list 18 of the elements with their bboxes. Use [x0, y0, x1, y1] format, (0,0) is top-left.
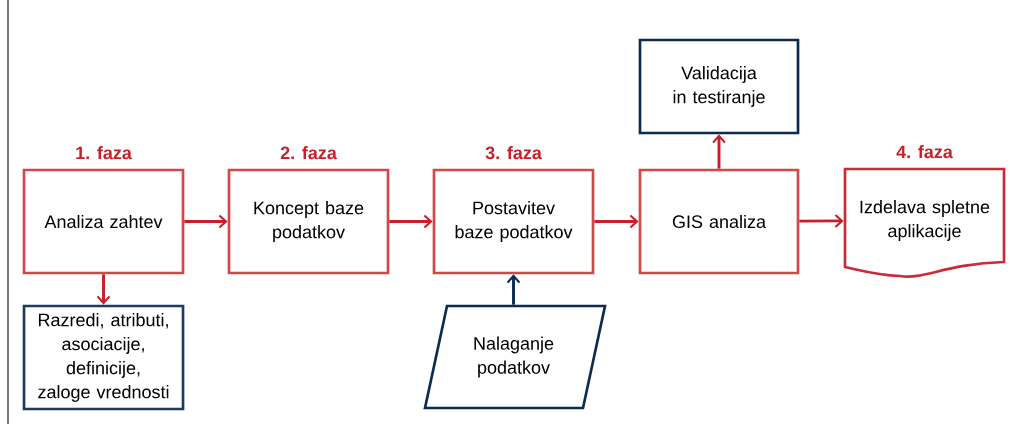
arrow: [389, 214, 433, 229]
input-parallelogram: Nalaganje podatkov: [423, 304, 607, 410]
process-box: Razredi, atributi, asociacije, definicije, zaloge vrednosti: [22, 304, 185, 411]
process-box: Analiza zahtev: [22, 168, 185, 275]
arrow: [594, 214, 639, 229]
phase-label: 3. faza: [485, 146, 542, 160]
arrow: [506, 274, 521, 305]
arrow: [96, 274, 111, 305]
phase-label: 2. faza: [280, 146, 337, 160]
arrow: [799, 214, 844, 228]
phase-label: 4. faza: [896, 145, 953, 159]
process-box: Koncept baze podatkov: [227, 168, 390, 275]
process-box: Validacija in testiranje: [638, 38, 800, 135]
process-box: Postavitev baze podatkov: [432, 168, 595, 275]
arrow: [712, 134, 726, 169]
phase-label: 1. faza: [76, 146, 132, 160]
arrow: [184, 214, 228, 229]
process-box: GIS analiza: [638, 168, 800, 275]
